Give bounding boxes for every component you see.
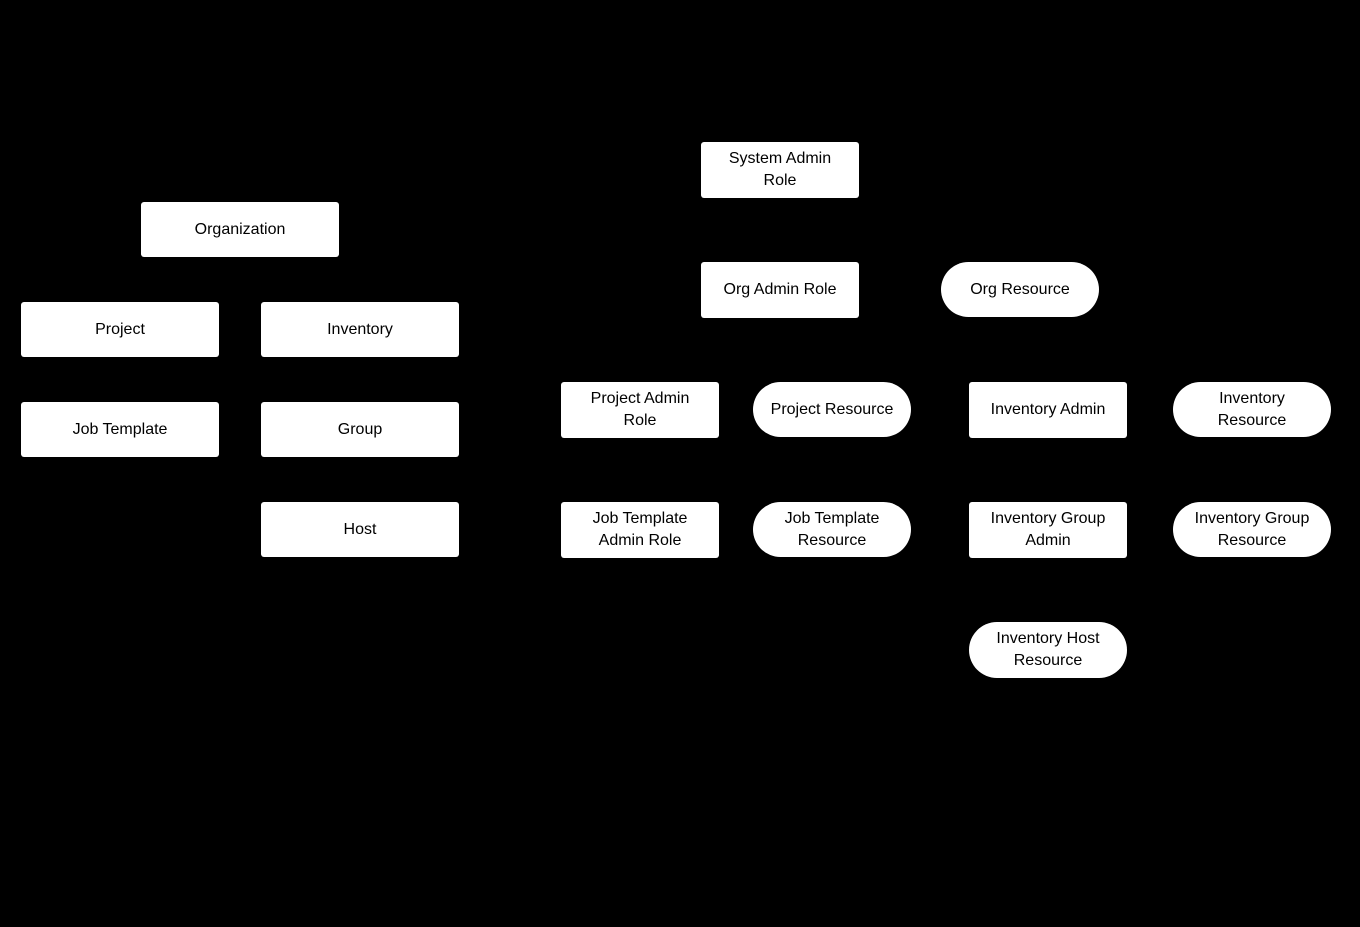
node-inventory: Inventory <box>261 302 459 357</box>
node-org-resource: Org Resource <box>941 262 1099 317</box>
node-project-admin-role-label: Project Admin Role <box>590 390 690 429</box>
node-inventory-resource: Inventory Resource <box>1173 382 1331 437</box>
node-group-label: Group <box>337 420 383 438</box>
node-organization-label: Organization <box>194 220 286 238</box>
node-inventory-resource-label: Inventory Resource <box>1217 389 1287 429</box>
node-inventory-admin: Inventory Admin <box>969 382 1127 438</box>
node-org-admin-role: Org Admin Role <box>701 262 859 318</box>
node-job-template-resource: Job Template Resource <box>753 502 911 557</box>
node-group: Group <box>261 402 459 457</box>
node-inventory-group-resource: Inventory Group Resource <box>1173 502 1331 557</box>
node-host-label: Host <box>343 520 377 538</box>
node-inventory-group-admin-label: Inventory Group Admin <box>990 510 1106 549</box>
node-org-resource-label: Org Resource <box>970 280 1070 298</box>
node-project: Project <box>21 302 219 357</box>
node-inventory-group-resource-label: Inventory Group Resource <box>1194 509 1310 549</box>
node-org-admin-role-label: Org Admin Role <box>723 281 837 298</box>
node-job-template-resource-label: Job Template Resource <box>784 509 880 549</box>
node-job-template-label: Job Template <box>72 420 168 438</box>
node-inventory-host-resource: Inventory Host Resource <box>969 622 1127 678</box>
node-system-admin-role: System Admin Role <box>701 142 859 198</box>
node-project-resource-label: Project Resource <box>770 400 894 418</box>
node-job-template-admin-role: Job Template Admin Role <box>561 502 719 558</box>
node-inventory-admin-label: Inventory Admin <box>990 401 1106 418</box>
node-job-template: Job Template <box>21 402 219 457</box>
node-organization: Organization <box>141 202 339 257</box>
node-project-resource: Project Resource <box>753 382 911 437</box>
node-job-template-admin-role-label: Job Template Admin Role <box>592 510 688 549</box>
node-inventory-host-resource-label: Inventory Host Resource <box>996 630 1100 669</box>
node-project-admin-role: Project Admin Role <box>561 382 719 438</box>
node-host: Host <box>261 502 459 557</box>
node-inventory-label: Inventory <box>327 320 393 338</box>
node-inventory-group-admin: Inventory Group Admin <box>969 502 1127 558</box>
node-project-label: Project <box>95 320 145 338</box>
node-system-admin-role-label: System Admin Role <box>728 150 832 189</box>
